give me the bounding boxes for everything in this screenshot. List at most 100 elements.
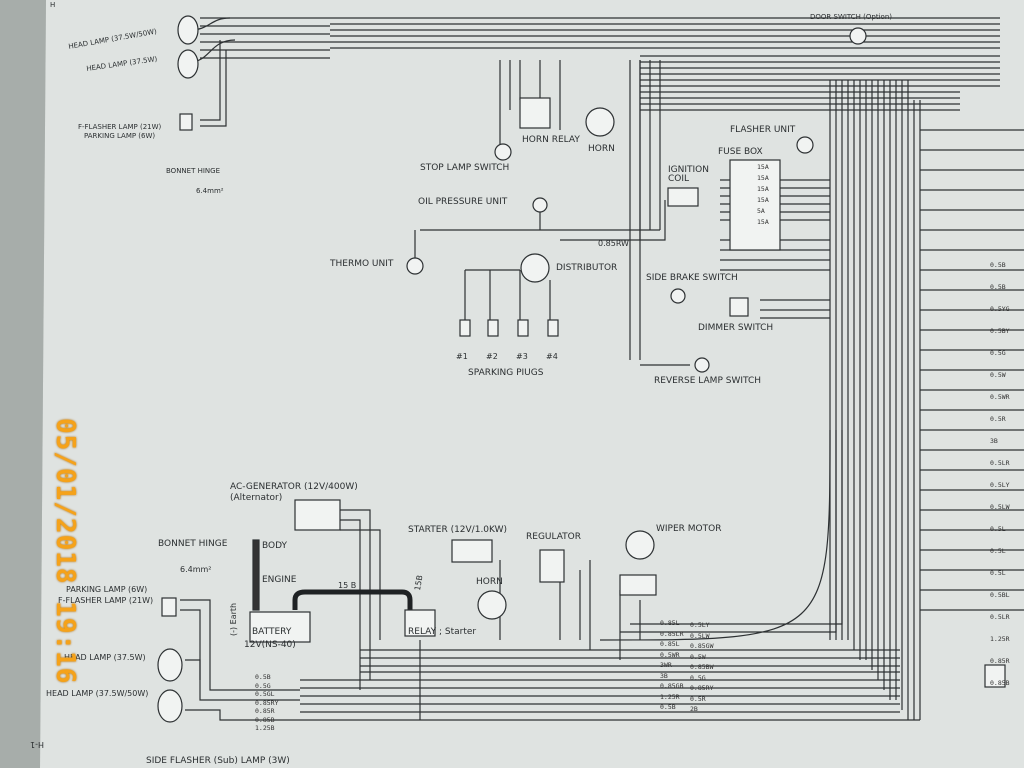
flasher-unit bbox=[796, 136, 814, 154]
wire-code: 0.5L bbox=[990, 569, 1006, 577]
wire-code: 0.85RY bbox=[690, 684, 714, 692]
wire-code: 0.5LY bbox=[690, 621, 710, 629]
label-horn-bottom: HORN bbox=[476, 577, 503, 587]
wire-code: 3B bbox=[660, 671, 668, 680]
wire-code: 0.5L bbox=[990, 547, 1006, 555]
wire-code: 0.5LR bbox=[990, 459, 1010, 467]
label-plug-4: #4 bbox=[546, 352, 558, 361]
label-distributor: DISTRIBUTOR bbox=[556, 263, 618, 273]
label-bonnet-hinge-top-size: 6.4mm² bbox=[196, 187, 224, 195]
label-horn-top: HORN bbox=[588, 144, 615, 154]
ground-strap bbox=[252, 539, 260, 611]
f-flasher-top bbox=[179, 113, 193, 131]
wire-code: 0.5WR bbox=[660, 650, 680, 659]
label-head-lamp-bottom-1: HEAD LAMP (37.5W) bbox=[64, 653, 146, 662]
wire-code: 15A bbox=[757, 185, 769, 193]
ignition-coil bbox=[667, 187, 699, 207]
wire-code: 0.5LW bbox=[690, 631, 710, 640]
label-regulator: REGULATOR bbox=[526, 532, 582, 542]
label-parking-bottom: PARKING LAMP (6W) bbox=[66, 585, 148, 594]
label-engine: ENGINE bbox=[262, 575, 297, 585]
wire-code: 3B bbox=[990, 437, 998, 445]
label-parking-top: PARKING LAMP (6W) bbox=[84, 132, 156, 140]
dimmer-switch bbox=[729, 297, 749, 317]
wire-code: 0.5BL bbox=[990, 591, 1010, 599]
label-side-brake-switch: SIDE BRAKE SWITCH bbox=[646, 273, 738, 283]
label-starter: STARTER (12V/1.0KW) bbox=[408, 525, 508, 535]
wire-code: 5A bbox=[757, 207, 765, 215]
wire-code: 0.85GW bbox=[690, 642, 714, 650]
label-wire-15b: 15 B bbox=[338, 581, 357, 590]
label-plug-1: #1 bbox=[456, 352, 468, 361]
door-switch bbox=[849, 27, 867, 45]
timestamp-overlay: 05/01/2018 19:16 bbox=[50, 418, 80, 685]
wire-code: 0.85L bbox=[660, 619, 680, 627]
wire-code: 15A bbox=[757, 218, 769, 226]
label-dimmer-switch: DIMMER SWITCH bbox=[698, 323, 774, 333]
label-oil-pressure-unit: OIL PRESSURE UNIT bbox=[418, 197, 508, 207]
label-earth: (-) Earth bbox=[229, 602, 238, 636]
wire-harness bbox=[180, 17, 1024, 721]
wire-code: 0.5LR bbox=[990, 613, 1010, 621]
corner-mark: H bbox=[50, 1, 56, 9]
regulator bbox=[539, 549, 565, 583]
label-ac-generator: AC-GENERATOR (12V/400W) bbox=[230, 482, 358, 492]
plug-4 bbox=[547, 319, 559, 337]
wire-code: 1.25R bbox=[990, 635, 1010, 643]
battery bbox=[249, 611, 311, 643]
label-battery-spec: 12V(NS-40) bbox=[244, 640, 296, 650]
wire-code: 0.5YG bbox=[990, 305, 1010, 313]
label-alternator: (Alternator) bbox=[230, 493, 283, 503]
wire-code: 0.5G bbox=[690, 673, 706, 682]
label-f-flasher-bottom: F-FLASHER LAMP (21W) bbox=[58, 596, 154, 605]
wiper-motor bbox=[625, 530, 655, 560]
label-bonnet-hinge-bottom-size: 6.4mm² bbox=[180, 565, 212, 574]
wire-code: 0.5WR bbox=[990, 393, 1010, 401]
label-thermo-unit: THERMO UNIT bbox=[330, 259, 394, 269]
wire-code: 0.85L bbox=[660, 640, 680, 648]
wire-code: 0.5G bbox=[990, 349, 1006, 357]
right-relay bbox=[984, 664, 1006, 688]
label-bonnet-hinge-top: BONNET HINGE bbox=[166, 167, 220, 175]
wire-code: 0.85B bbox=[990, 679, 1010, 687]
wire-code: 3WR bbox=[660, 661, 672, 669]
wire-code: 0.5B bbox=[990, 261, 1006, 269]
wire-code: 0.5BY bbox=[990, 327, 1010, 335]
reverse-lamp-switch bbox=[694, 357, 710, 373]
page-number: H-1 bbox=[30, 740, 44, 749]
wire-code: 0.5W bbox=[990, 371, 1006, 379]
wire-code: 0.85R bbox=[990, 657, 1010, 665]
label-bonnet-hinge-bottom: BONNET HINGE bbox=[158, 539, 228, 549]
label-plug-2: #2 bbox=[486, 352, 498, 361]
label-wire-085rw: 0.85RW bbox=[598, 239, 629, 248]
wire-code: 15A bbox=[757, 196, 769, 204]
wire-code: 0.85R bbox=[255, 707, 275, 715]
head-lamp-bottom-1 bbox=[157, 648, 183, 682]
thermo-unit bbox=[406, 257, 424, 275]
wire-code: 0.5R bbox=[990, 415, 1006, 423]
label-fuse-box: FUSE BOX bbox=[718, 147, 763, 157]
wire-code: 0.85LR bbox=[660, 629, 684, 638]
horn-relay bbox=[519, 97, 551, 129]
label-horn-relay: HORN RELAY bbox=[522, 135, 580, 145]
head-lamp-bottom-2 bbox=[157, 689, 183, 723]
binding-edge bbox=[0, 0, 46, 768]
horn-bottom bbox=[477, 590, 507, 620]
wire-code: 15A bbox=[757, 163, 769, 171]
label-door-switch: DOOR SWITCH (Option) bbox=[810, 13, 892, 21]
wire-code: 2B bbox=[690, 705, 698, 713]
plug-3 bbox=[517, 319, 529, 337]
label-plug-3: #3 bbox=[516, 352, 528, 361]
wire-code: 0.5W bbox=[690, 652, 706, 661]
starter bbox=[451, 539, 493, 563]
label-stop-lamp-switch: STOP LAMP SWITCH bbox=[420, 163, 510, 173]
wire-code: 0.5B bbox=[660, 703, 676, 711]
wiper-connector bbox=[619, 574, 657, 596]
distributor bbox=[520, 253, 550, 283]
label-head-lamp-bottom-2: HEAD LAMP (37.5W/50W) bbox=[46, 689, 149, 698]
wire-code: 0.5GL bbox=[255, 690, 275, 698]
wire-code: 0.5G bbox=[255, 681, 271, 690]
wire-code: 1.25B bbox=[255, 724, 275, 732]
label-body: BODY bbox=[262, 541, 288, 551]
